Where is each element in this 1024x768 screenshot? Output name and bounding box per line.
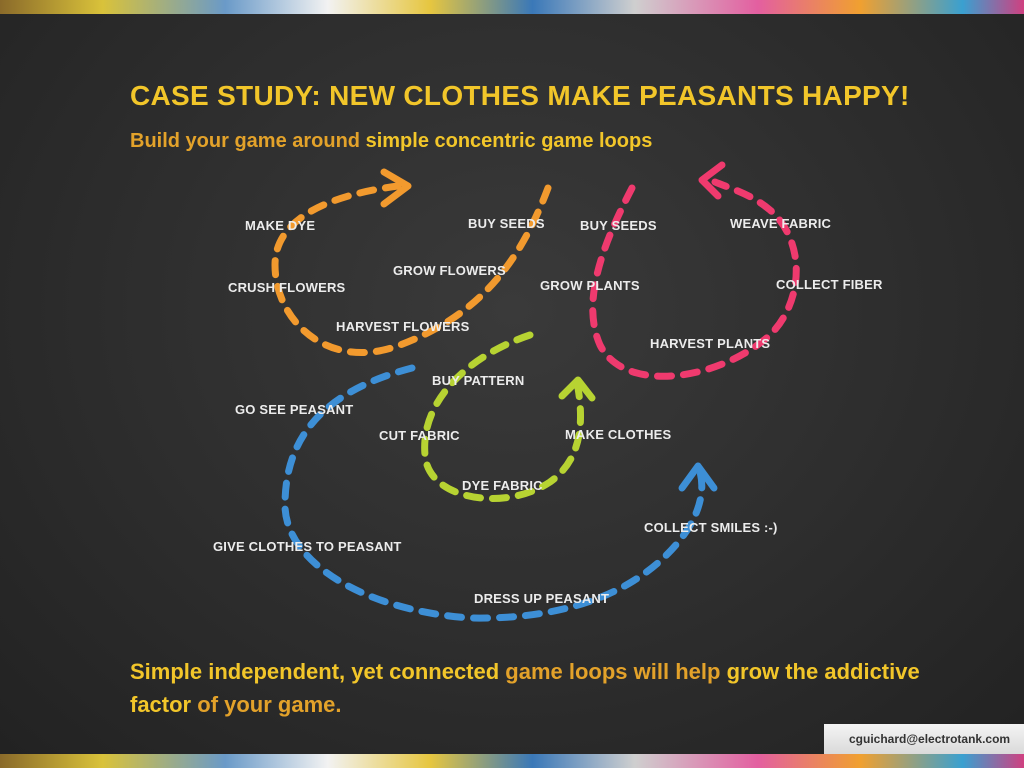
pink-loop-arc [589,178,800,380]
label-harvest-flowers: HARVEST FLOWERS [336,319,470,334]
label-buy-seeds-plants: BUY SEEDS [580,218,657,233]
footer-part-1: Simple [130,659,209,684]
pink-arrowhead [698,161,726,200]
green-loop [421,331,596,502]
orange-loop-arc [271,182,552,357]
label-go-see-peasant: GO SEE PEASANT [235,402,353,417]
label-buy-pattern: BUY PATTERN [432,373,524,388]
label-buy-seeds-flowers: BUY SEEDS [468,216,545,231]
footer-part-3: game loops will help [505,659,727,684]
subtitle-part-a: Build your game around [130,130,366,152]
slide-title: CASE STUDY: NEW CLOTHES MAKE PEASANTS HA… [130,80,910,111]
label-give-clothes-to-peasant: GIVE CLOTHES TO PEASANT [213,539,402,554]
blue-loop-arc [281,364,706,622]
subtitle-part-b: simple concentric game loops [365,130,653,152]
label-harvest-plants: HARVEST PLANTS [650,336,770,351]
slide-subtitle: Build your game around simple concentric… [130,130,652,153]
label-grow-flowers: GROW FLOWERS [393,263,506,278]
bottom-color-strip [0,754,1024,768]
label-make-clothes: MAKE CLOTHES [565,427,672,442]
chalkboard-background [0,14,1024,754]
green-loop-arc [421,331,584,502]
label-grow-plants: GROW PLANTS [540,278,640,293]
green-arrowhead [558,376,596,402]
label-crush-flowers: CRUSH FLOWERS [228,280,346,295]
label-dress-up-peasant: DRESS UP PEASANT [474,591,609,606]
credit-badge: cguichard@electrotank.com [824,724,1024,756]
footer-part-2: independent, yet connected [208,659,506,684]
label-collect-smiles: COLLECT SMILES :-) [644,520,778,535]
label-cut-fabric: CUT FABRIC [379,428,460,443]
diagram-labels: MAKE DYE BUY SEEDS BUY SEEDS WEAVE FABRI… [213,216,883,606]
label-collect-fiber: COLLECT FIBER [776,277,883,292]
top-color-strip [0,0,1024,14]
pink-loop [589,161,800,380]
footer-statement: Simple independent, yet connected game l… [130,655,930,721]
label-make-dye: MAKE DYE [245,218,315,233]
label-dye-fabric: DYE FABRIC [462,478,543,493]
orange-arrowhead [380,168,412,208]
credit-email: cguichard@electrotank.com [849,732,1011,746]
footer-part-5: of your game. [197,692,342,717]
orange-loop [271,168,552,357]
blue-arrowhead [678,462,718,492]
label-weave-fabric: WEAVE FABRIC [730,216,832,231]
blue-loop [281,364,718,622]
footer-part-4: grow the addictive factor [130,659,920,717]
